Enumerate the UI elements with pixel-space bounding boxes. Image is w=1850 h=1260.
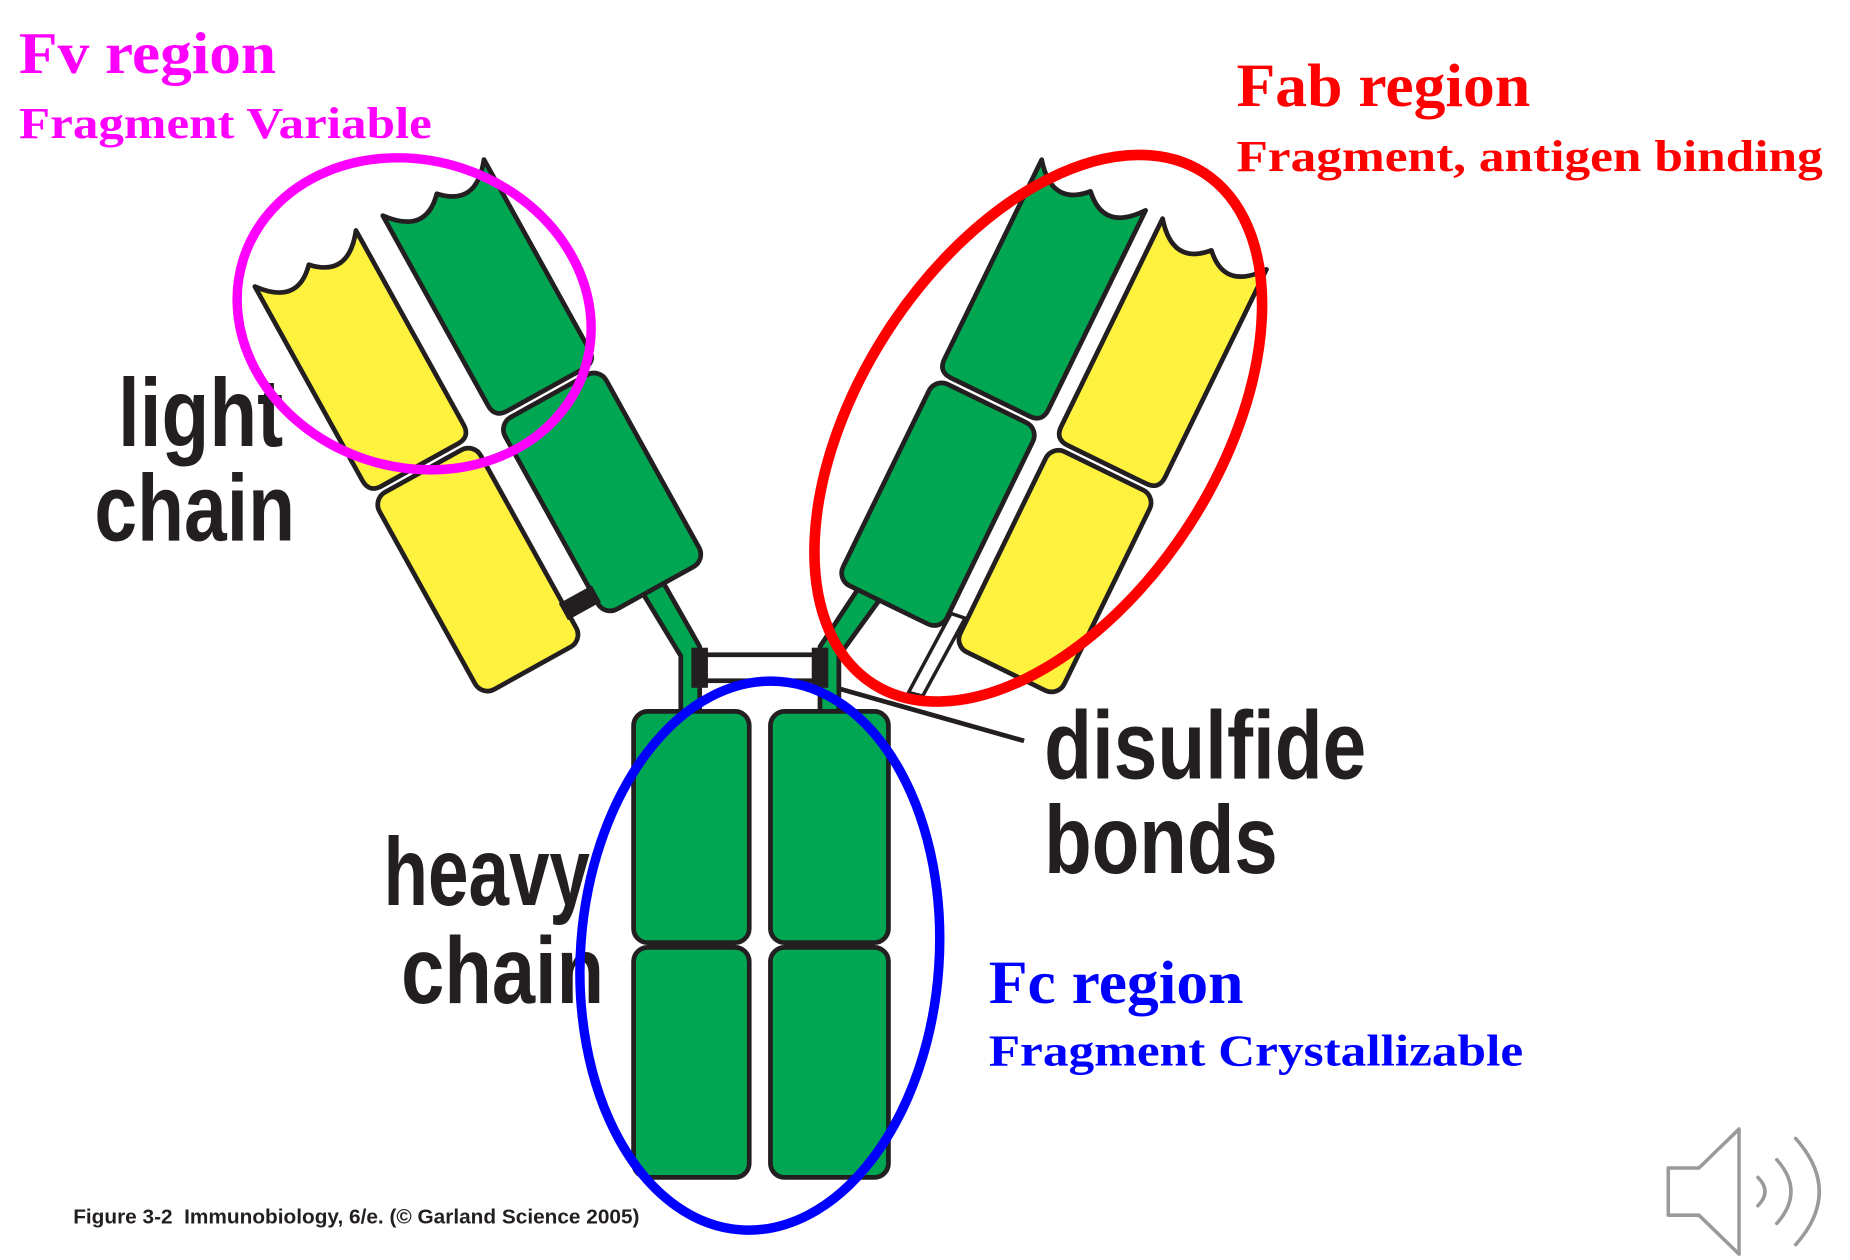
fab-region-title: Fab region: [1236, 52, 1530, 120]
sound-wave-small: [1756, 1175, 1767, 1208]
disulfide-cap-right: [811, 647, 829, 688]
disulfide-bonds-label: disulfide bonds: [1044, 691, 1366, 894]
fc-right-ch2-domain: [768, 709, 891, 945]
light-chain-label-line2: chain: [94, 456, 295, 561]
right-light-chain-constant-domain: [956, 447, 1154, 695]
fv-region-outline: [232, 153, 596, 475]
disulfide-pointer-line: [822, 681, 1025, 744]
left-heavy-chain-constant-domain: [501, 370, 704, 614]
heavy-chain-label-line1: heavy: [383, 817, 590, 926]
left-fab-arm: [252, 157, 704, 694]
right-fab-arm: [839, 157, 1269, 695]
fc-region-outline: [575, 676, 945, 1235]
fc-region-label: Fc region Fragment Crystallizable: [989, 949, 1523, 1076]
fab-region-outline: [809, 149, 1268, 707]
fv-region-subtitle: Fragment Variable: [19, 98, 432, 148]
sound-wave-medium: [1775, 1157, 1793, 1226]
fab-region-label: Fab region Fragment, antigen binding: [1236, 52, 1822, 181]
fv-region-title: Fv region: [19, 20, 276, 86]
fc-region-subtitle: Fragment Crystallizable: [989, 1025, 1523, 1075]
disulfide-bond-pair: [697, 652, 823, 684]
right-light-chain-variable-domain: [1056, 216, 1269, 489]
left-interchain-disulfide: [558, 585, 601, 621]
heavy-chain-label: heavy chain: [383, 817, 604, 1024]
fc-region-title: Fc region: [989, 949, 1244, 1017]
disulfide-label-line2: bonds: [1044, 785, 1278, 894]
hinge-disulfide-bonds: [691, 647, 829, 688]
left-hinge-stem: [638, 575, 703, 718]
fc-domains: [631, 709, 891, 1180]
fc-right-ch3-domain: [768, 944, 891, 1180]
heavy-chain-label-line2: chain: [401, 919, 604, 1024]
figure-caption: Figure 3-2 Immunobiology, 6/e. (© Garlan…: [73, 1206, 639, 1228]
fab-region-subtitle: Fragment, antigen binding: [1236, 131, 1822, 181]
fc-left-ch3-domain: [631, 944, 752, 1180]
right-heavy-chain-constant-domain: [839, 380, 1037, 628]
left-heavy-chain-variable-domain: [380, 157, 594, 416]
left-light-chain-variable-domain: [252, 228, 469, 491]
speaker-icon[interactable]: [1666, 1127, 1822, 1256]
sound-wave-large: [1793, 1136, 1822, 1247]
right-heavy-chain-variable-domain: [940, 157, 1148, 421]
speaker-body: [1666, 1127, 1741, 1256]
fv-region-label: Fv region Fragment Variable: [19, 20, 432, 148]
disulfide-label-line1: disulfide: [1044, 691, 1366, 800]
disulfide-cap-left: [691, 647, 708, 688]
